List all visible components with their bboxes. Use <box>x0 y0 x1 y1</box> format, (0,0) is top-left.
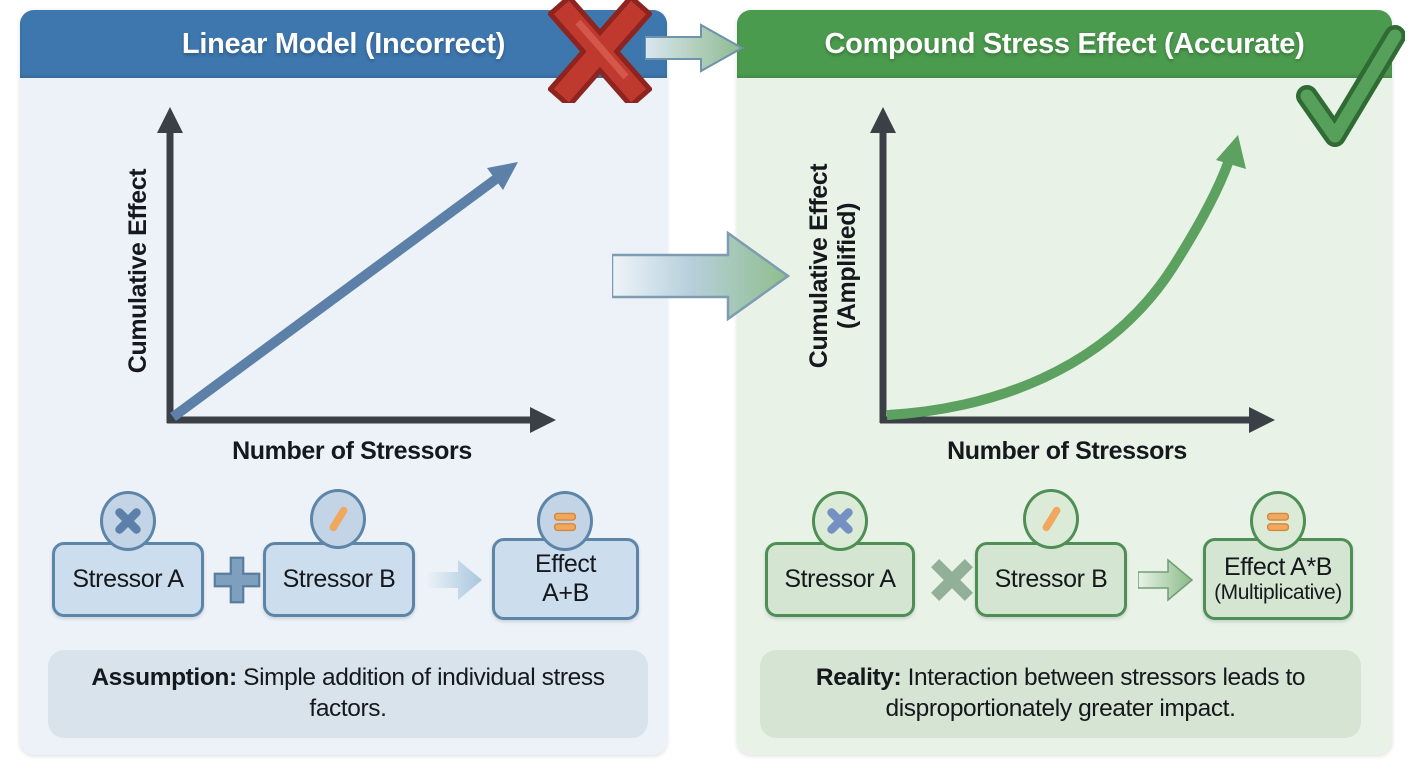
right-y-axis-label-line2: (Amplified) <box>833 202 861 330</box>
right-stressor-a-label: Stressor A <box>784 565 896 594</box>
left-stressor-b-label: Stressor B <box>282 565 396 594</box>
compound-effect-panel: Compound Stress Effect (Accurate) <box>737 10 1392 755</box>
right-effect-label-line1: Effect A*B <box>1223 552 1333 581</box>
compound-effect-title: Compound Stress Effect (Accurate) <box>824 27 1305 60</box>
right-stressor-b-box: Stressor B <box>975 542 1127 617</box>
linear-growth-arrow <box>170 174 499 422</box>
multiply-operator-icon <box>931 559 973 601</box>
left-stressor-a-badge <box>100 491 156 551</box>
multiply-badge-icon <box>827 508 853 534</box>
assumption-note-text: Assumption: Simple addition of individua… <box>78 663 618 724</box>
assumption-note-body: Simple addition of individual stress fac… <box>236 664 605 722</box>
transition-arrow-icon <box>612 230 791 322</box>
left-flow-arrow-icon <box>428 560 482 600</box>
reality-note-text: Reality: Interaction between stressors l… <box>790 663 1331 724</box>
left-effect-label-line2: A+B <box>542 579 589 607</box>
left-effect-label-line1: Effect <box>534 550 597 579</box>
left-stressor-a-box: Stressor A <box>52 542 204 617</box>
correct-check-icon <box>1296 25 1405 147</box>
right-stressor-a-box: Stressor A <box>765 542 915 617</box>
right-effect-box: Effect A*B (Multiplicative) <box>1203 538 1353 620</box>
left-x-axis-label: Number of Stressors <box>232 437 472 465</box>
right-y-axis-label-line1: Cumulative Effect <box>805 163 833 369</box>
left-y-axis-label: Cumulative Effect <box>124 168 152 374</box>
left-stressor-b-box: Stressor B <box>263 542 415 617</box>
reality-note: Reality: Interaction between stressors l… <box>760 650 1361 738</box>
left-stressor-b-badge <box>310 489 366 549</box>
linear-chart-graphic <box>157 107 556 433</box>
right-y-axis-label: Cumulative Effect (Amplified) <box>805 106 861 426</box>
plus-operator-icon <box>213 556 261 604</box>
reality-note-body: Interaction between stressors leads to d… <box>885 664 1306 722</box>
header-arrow-icon <box>645 23 745 73</box>
compound-effect-header: Compound Stress Effect (Accurate) <box>737 10 1392 78</box>
right-stressor-b-label: Stressor B <box>994 565 1108 594</box>
slash-badge-icon <box>1042 506 1061 532</box>
left-effect-badge <box>537 491 593 551</box>
equals-badge-icon <box>1266 512 1290 532</box>
right-flow-arrow-icon <box>1138 558 1194 602</box>
slash-badge-icon <box>329 506 348 532</box>
right-stressor-a-badge <box>812 491 868 551</box>
multiply-badge-icon <box>115 508 141 534</box>
right-x-axis-label: Number of Stressors <box>947 437 1187 465</box>
assumption-note: Assumption: Simple addition of individua… <box>48 650 648 738</box>
exponential-chart-graphic <box>870 107 1275 433</box>
reality-note-label: Reality: <box>815 664 902 692</box>
right-effect-badge <box>1250 491 1306 551</box>
exponential-growth-curve <box>886 161 1233 420</box>
assumption-note-label: Assumption: <box>91 664 237 692</box>
left-stressor-a-label: Stressor A <box>72 565 184 594</box>
incorrect-x-icon <box>548 0 652 103</box>
linear-model-title: Linear Model (Incorrect) <box>181 27 506 60</box>
right-stressor-b-badge <box>1023 489 1079 549</box>
left-effect-box: Effect A+B <box>492 538 639 620</box>
equals-badge-icon <box>553 512 577 532</box>
right-effect-label-line2: (Multiplicative) <box>1214 581 1342 605</box>
